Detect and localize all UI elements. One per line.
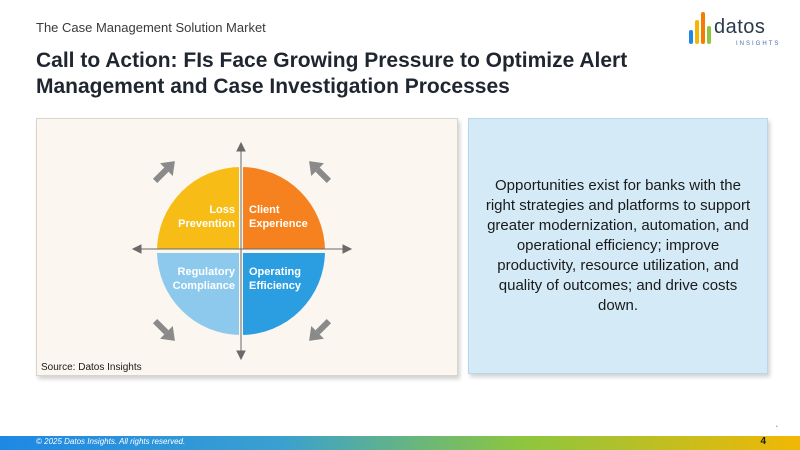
label-regulatory-compliance: Regulatory Compliance [172, 266, 235, 292]
slide-title: Call to Action: FIs Face Growing Pressur… [36, 49, 628, 98]
page-number: 4 [760, 436, 766, 447]
quadrant-client-experience [241, 167, 325, 251]
label-operating-efficiency: Operating Efficiency [249, 266, 301, 292]
logo-tagline: INSIGHTS [736, 41, 781, 47]
callout-text: Opportunities exist for banks with the r… [485, 177, 751, 314]
logo-bars-icon [689, 12, 711, 44]
quadrant-operating-efficiency [241, 251, 325, 335]
quadrant-regulatory-compliance [157, 251, 241, 335]
figure-source: Source: Datos Insights [41, 362, 142, 373]
callout-box: Opportunities exist for banks with the r… [468, 118, 768, 374]
label-client-experience: Client Experience [249, 204, 308, 230]
diagonal-arrow-icon [152, 161, 175, 184]
quadrant-figure: Loss Prevention Client Experience Regula… [36, 118, 458, 376]
slide-subtitle: The Case Management Solution Market [36, 20, 266, 35]
quadrant-loss-prevention [157, 167, 241, 251]
footer-bar: © 2025 Datos Insights. All rights reserv… [0, 436, 800, 450]
copyright-text: © 2025 Datos Insights. All rights reserv… [36, 437, 186, 446]
quadrant-diagram [131, 141, 353, 361]
diagonal-arrow-icon [309, 161, 332, 184]
diagonal-arrow-icon [152, 318, 175, 341]
label-loss-prevention: Loss Prevention [178, 204, 235, 230]
diagonal-arrow-icon [309, 318, 332, 341]
axis-lines [131, 141, 353, 361]
slide-marker: • [776, 424, 778, 430]
datos-logo: datos INSIGHTS [688, 10, 788, 54]
logo-wordmark: datos [714, 16, 766, 38]
